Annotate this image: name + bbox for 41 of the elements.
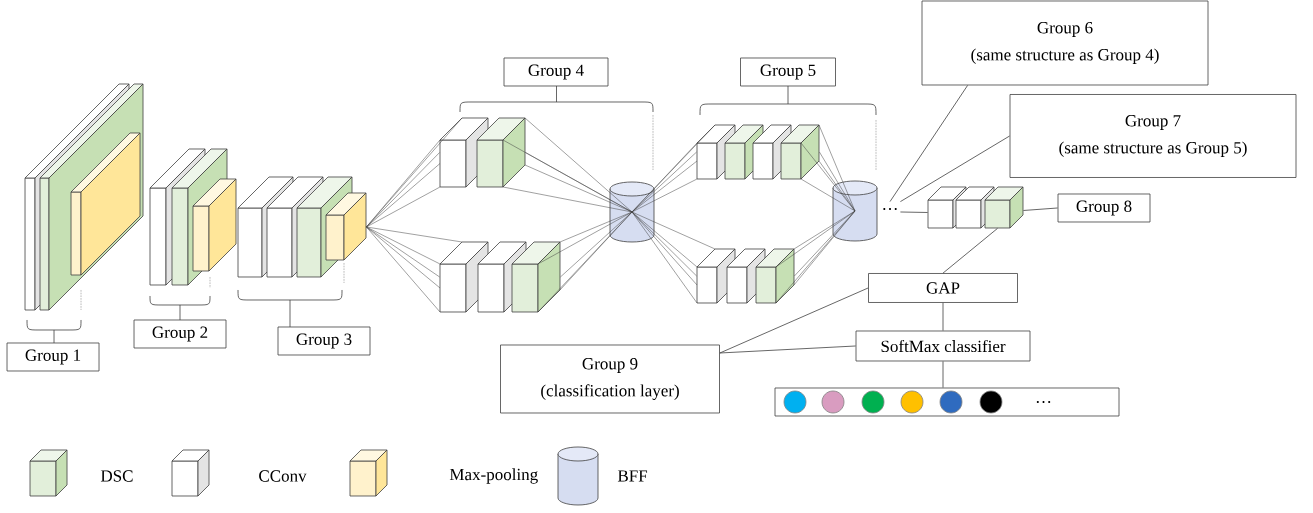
group-label: Group 2 bbox=[133, 319, 227, 349]
layer-stack-drawing bbox=[927, 186, 1024, 229]
group-label: Group 8 bbox=[1057, 193, 1151, 223]
leader-line bbox=[942, 228, 998, 274]
group-label: Group 7 (same structure as Group 5) bbox=[1009, 94, 1297, 178]
ellipsis: … bbox=[883, 208, 897, 210]
leader-line bbox=[719, 345, 856, 354]
leader-line bbox=[719, 287, 869, 354]
leader-line bbox=[889, 85, 968, 202]
connection-lines bbox=[775, 210, 856, 304]
connection-lines bbox=[366, 117, 463, 228]
connection-lines bbox=[631, 124, 716, 213]
leader-line bbox=[1023, 207, 1058, 211]
legend-label: CConv bbox=[259, 470, 307, 482]
group-label: Group 1 bbox=[6, 342, 100, 372]
connection-lines bbox=[502, 117, 633, 213]
connection-lines bbox=[800, 124, 856, 212]
group-label: Group 6 (same structure as Group 4) bbox=[921, 0, 1209, 86]
classifier-box: SoftMax classifier bbox=[855, 330, 1031, 362]
leader-line bbox=[900, 135, 1010, 202]
group-label: Group 9 (classification layer) bbox=[500, 344, 720, 414]
legend-label: Max-pooling bbox=[449, 468, 538, 484]
layer-box: GAP bbox=[868, 273, 1018, 303]
leader-line bbox=[942, 302, 944, 331]
group-label: Group 5 bbox=[740, 57, 836, 87]
connection-lines bbox=[631, 211, 716, 304]
connection-lines bbox=[366, 226, 463, 313]
layer-stack-drawing bbox=[24, 83, 144, 311]
legend-label: DSC bbox=[100, 470, 133, 482]
leader-line bbox=[942, 361, 944, 388]
group-label: Group 4 bbox=[503, 57, 609, 87]
leader-line bbox=[900, 211, 928, 213]
layer-stack-drawing bbox=[237, 176, 367, 278]
legend-label: BFF bbox=[617, 470, 648, 482]
layer-stack-drawing bbox=[439, 241, 561, 313]
layer-stack-drawing bbox=[696, 124, 820, 180]
group-label: Group 3 bbox=[277, 326, 371, 356]
connection-lines bbox=[537, 211, 633, 313]
layer-stack-drawing bbox=[696, 248, 795, 304]
layer-stack-drawing bbox=[439, 117, 526, 188]
layer-stack-drawing bbox=[149, 148, 237, 286]
